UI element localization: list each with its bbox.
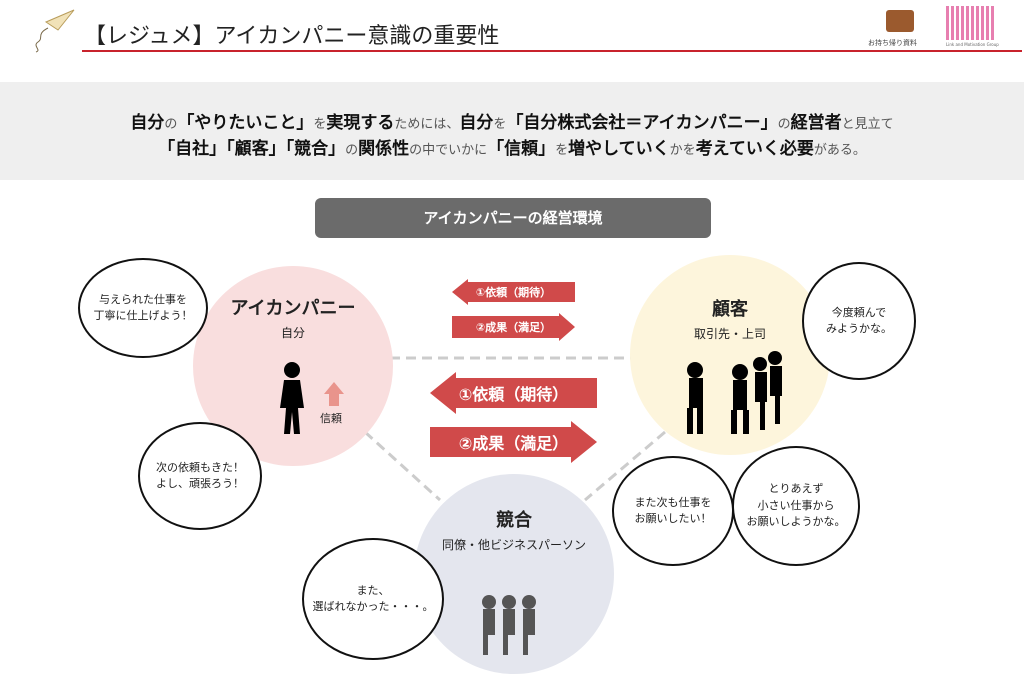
bubble-text: 次の依頼もきた！ よし、頑張ろう！ bbox=[156, 460, 244, 491]
lead-segment: の中でいかに bbox=[409, 143, 488, 158]
competitor-circle: 競合 同僚・他ビジネスパーソン bbox=[414, 474, 614, 674]
bubble-text: 今度頼んで みようかな。 bbox=[826, 305, 892, 336]
bubble-text: また次も仕事を お願いしたい！ bbox=[634, 495, 712, 526]
result-label-small: ②成果（満足） bbox=[475, 321, 552, 334]
diagram-heading: アイカンパニーの経営環境 bbox=[315, 198, 711, 238]
lead-segment: 自分 bbox=[459, 113, 494, 133]
speech-bubble-self-2: 次の依頼もきた！ よし、頑張ろう！ bbox=[138, 422, 262, 530]
bubble-text: 与えられた仕事を 丁寧に仕上げよう！ bbox=[93, 292, 193, 323]
bubble-text: とりあえず 小さい仕事から お願いしようかな。 bbox=[746, 482, 846, 529]
lead-line-1: 自分の「やりたいこと」を実現するためには、自分を「自分株式会社＝アイカンパニー」… bbox=[0, 108, 1024, 133]
lead-segment: 自分 bbox=[130, 113, 165, 133]
speech-bubble-customer-2: また次も仕事を お願いしたい！ bbox=[612, 456, 734, 566]
lm-logo bbox=[946, 6, 996, 40]
request-label-small: ①依頼（期待） bbox=[475, 286, 552, 299]
self-title: アイカンパニー bbox=[230, 298, 356, 319]
request-arrow-small: ①依頼（期待） bbox=[452, 279, 575, 305]
trust-up-arrow-icon bbox=[324, 382, 344, 394]
result-arrow-small: ②成果（満足） bbox=[452, 313, 575, 341]
competitor-subtitle: 同僚・他ビジネスパーソン bbox=[441, 538, 586, 552]
lead-segment: ためには、 bbox=[394, 117, 460, 132]
lead-segment: 実現する bbox=[326, 113, 395, 133]
competitor-group-icon bbox=[475, 592, 555, 662]
result-arrow-large: ②成果（満足） bbox=[430, 421, 597, 463]
lead-segment: がある。 bbox=[813, 143, 866, 158]
lead-line-2: 「自社」「顧客」「競合」の関係性の中でいかに「信頼」を増やしていくかを考えていく… bbox=[0, 134, 1024, 159]
speech-bubble-competitor-1: また、 選ばれなかった・・・。 bbox=[302, 538, 444, 660]
trust-label: 信頼 bbox=[320, 412, 342, 425]
lead-segment: かを bbox=[669, 143, 696, 158]
request-arrow-large: ①依頼（期待） bbox=[430, 372, 597, 414]
result-label-large: ②成果（満足） bbox=[458, 434, 569, 453]
self-subtitle: 自分 bbox=[280, 326, 305, 340]
speech-bubble-self-1: 与えられた仕事を 丁寧に仕上げよう！ bbox=[78, 258, 208, 358]
lead-segment: 「自分株式会社＝アイカンパニー」 bbox=[506, 113, 778, 133]
speech-bubble-customer-1: 今度頼んで みようかな。 bbox=[802, 262, 916, 380]
person-icon bbox=[272, 360, 312, 440]
lead-segment: を bbox=[493, 117, 507, 132]
lead-segment: 「自社」「顧客」「競合」 bbox=[158, 139, 346, 159]
lead-segment: の bbox=[777, 117, 791, 132]
lead-segment: と見立て bbox=[841, 117, 894, 132]
customer-subtitle: 取引先・上司 bbox=[693, 327, 766, 341]
lead-segment: を bbox=[313, 117, 327, 132]
lead-segment: の bbox=[345, 143, 359, 158]
competitor-title: 競合 bbox=[496, 510, 532, 531]
bubble-text: また、 選ばれなかった・・・。 bbox=[312, 583, 434, 614]
trust-arrow-stem bbox=[329, 394, 339, 406]
paper-plane-icon bbox=[28, 8, 78, 58]
customer-title: 顧客 bbox=[712, 299, 748, 320]
title-underline bbox=[82, 50, 1022, 52]
customer-group-icon bbox=[675, 350, 805, 444]
briefcase-icon bbox=[886, 10, 914, 32]
lead-segment: 「信頼」 bbox=[487, 139, 556, 159]
speech-bubble-customer-3: とりあえず 小さい仕事から お願いしようかな。 bbox=[732, 446, 860, 566]
lead-segment: 関係性 bbox=[358, 139, 410, 159]
takeaway-label: お持ち帰り資料 bbox=[868, 39, 917, 47]
lead-segment: 経営者 bbox=[790, 113, 842, 133]
lead-segment: 考えていく必要 bbox=[695, 139, 814, 159]
page-title: 【レジュメ】アイカンパニー意識の重要性 bbox=[84, 24, 500, 49]
lead-segment: の bbox=[164, 117, 178, 132]
lead-segment: 増やしていく bbox=[568, 139, 670, 159]
lm-logo-text: Link and Motivation Group bbox=[946, 42, 999, 47]
request-label-large: ①依頼（期待） bbox=[458, 385, 569, 404]
lead-band bbox=[0, 82, 1024, 180]
lead-segment: を bbox=[555, 143, 569, 158]
lead-segment: 「やりたいこと」 bbox=[177, 113, 314, 133]
customer-circle: 顧客 取引先・上司 bbox=[630, 255, 830, 455]
